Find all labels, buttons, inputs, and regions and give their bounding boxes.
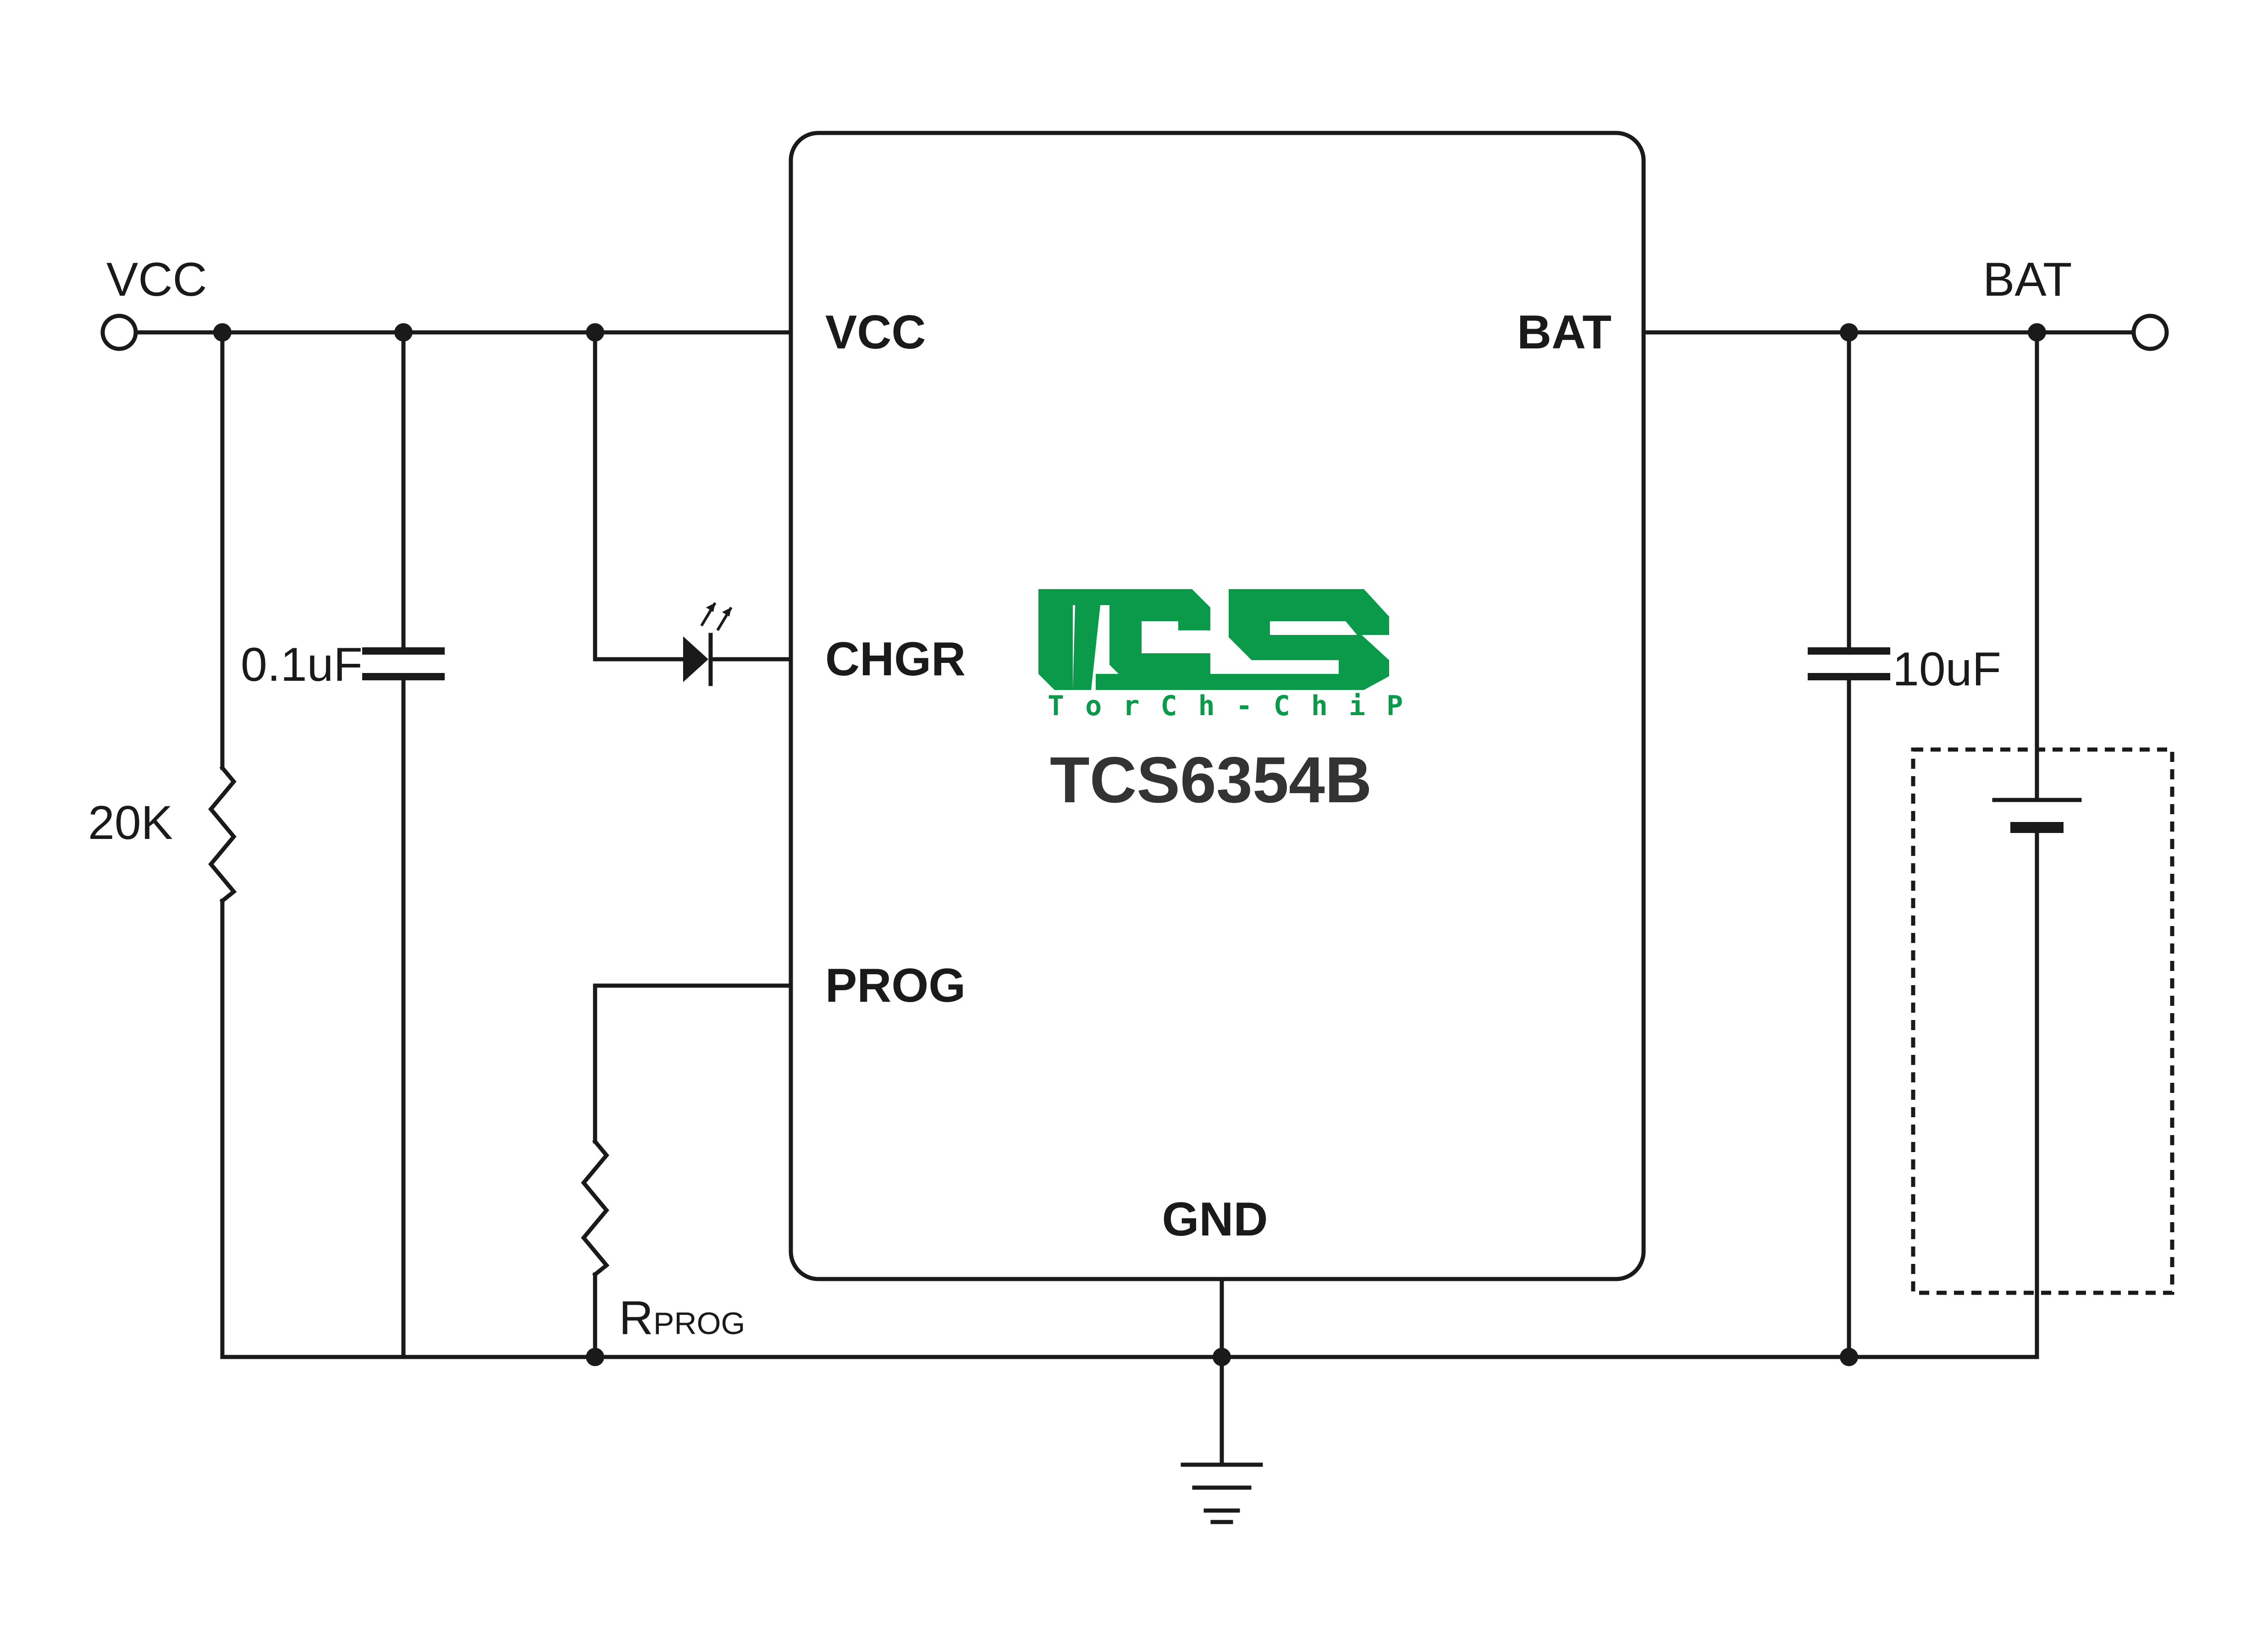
led-branch (593, 330, 793, 686)
logo-tagline: TorCh-ChiP (1048, 690, 1424, 722)
battery-box (1911, 747, 2174, 1295)
bat-terminal (2131, 314, 2169, 351)
battery-branch (1911, 330, 2174, 1359)
vcc-terminal (100, 314, 138, 351)
ic-body (789, 131, 1646, 1281)
pin-gnd: GND (1162, 1193, 1268, 1246)
output-cap-label: 10uF (1893, 643, 2001, 696)
pin-vcc: VCC (825, 306, 926, 359)
prog-resistor-label: RPROG (619, 1291, 745, 1345)
battery-icon (1992, 798, 2082, 833)
bat-rail (1641, 314, 2169, 351)
prog-resistor (581, 983, 793, 1359)
bat-terminal-label: BAT (1983, 253, 2072, 306)
pin-chgr: CHGR (825, 633, 966, 686)
ground-rail (220, 1277, 2039, 1524)
ground-icon (1181, 1462, 1263, 1524)
pin-bat: BAT (1517, 306, 1611, 359)
output-capacitor (1808, 330, 1890, 1359)
vcc-terminal-label: VCC (106, 253, 207, 306)
input-capacitor (362, 330, 445, 1359)
pin-prog: PROG (825, 959, 966, 1012)
pullup-resistor-label: 20K (88, 796, 173, 849)
ic-part-number: TCS6354B (1050, 744, 1372, 816)
input-cap-label: 0.1uF (241, 638, 363, 691)
tcs-logo: TorCh-ChiP (1038, 589, 1424, 722)
led-icon (683, 602, 733, 686)
vcc-rail (100, 314, 793, 351)
pullup-resistor (208, 330, 237, 1359)
